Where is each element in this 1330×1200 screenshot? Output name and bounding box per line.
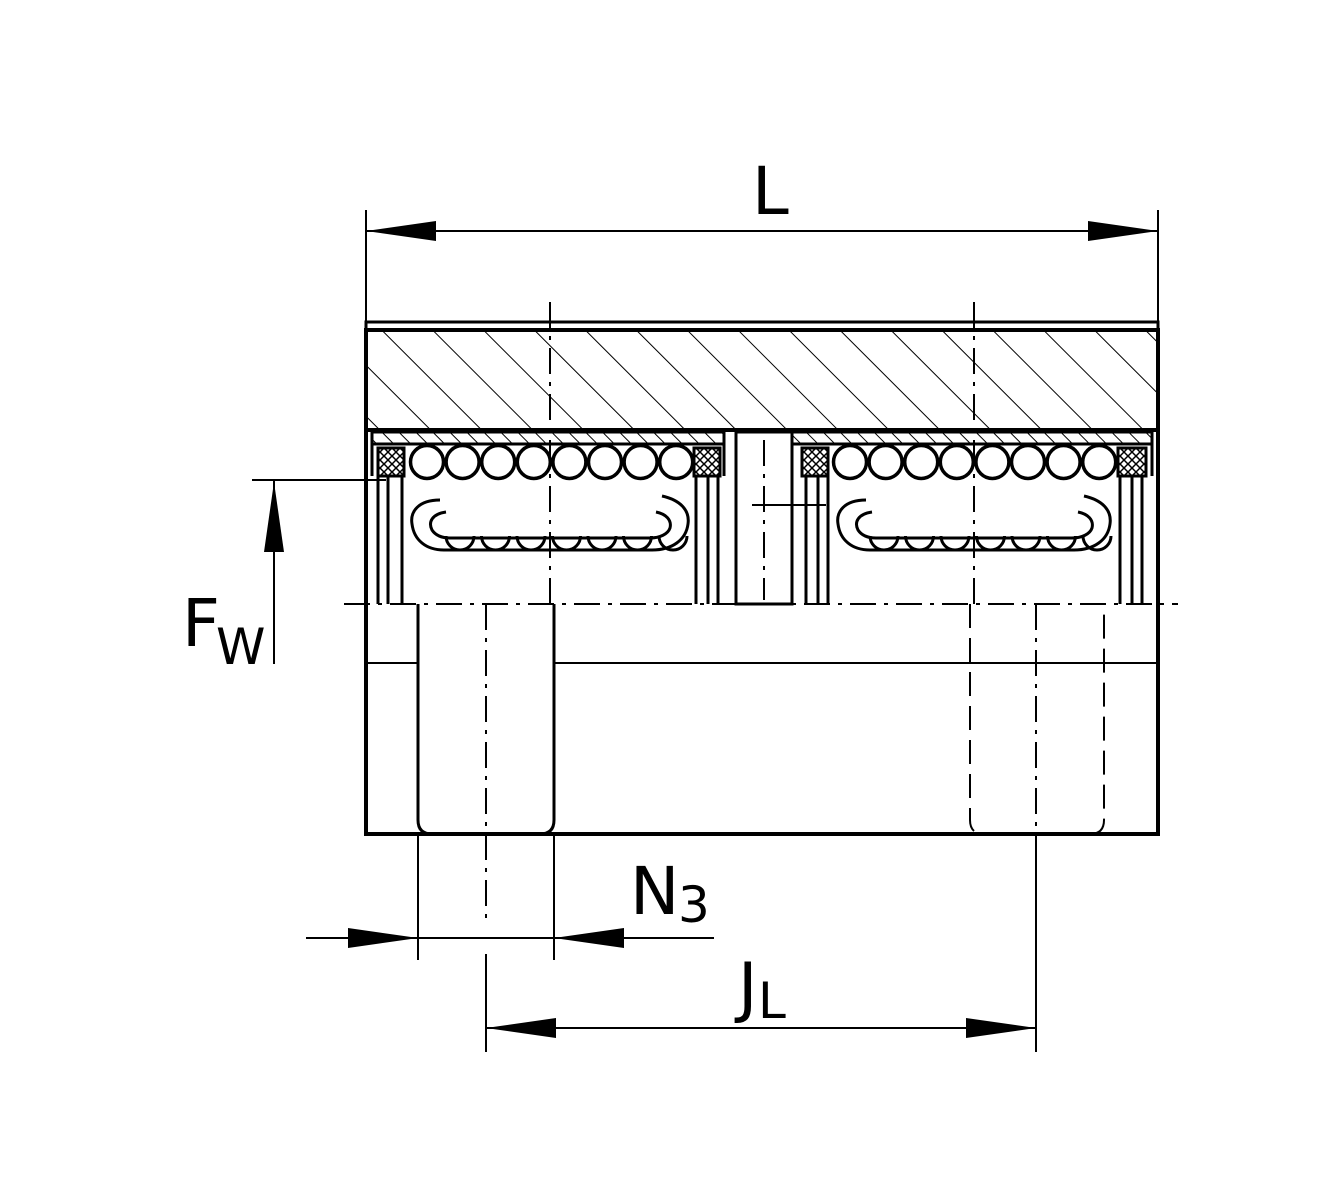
return-track-left-outer	[410, 494, 690, 552]
arrowhead-JL-right	[966, 1018, 1036, 1038]
ball-right-row	[974, 443, 1011, 481]
seal-right-outer	[1116, 446, 1148, 478]
return-ball-right	[904, 535, 935, 552]
arrowhead-N3-right	[554, 928, 624, 948]
dimension-Fw	[252, 479, 386, 664]
return-ball-left	[551, 535, 582, 552]
return-ball-right	[868, 535, 900, 552]
label-Fw-main: F	[182, 585, 220, 662]
return-track-right-outer	[836, 494, 1112, 552]
return-ball-right	[975, 535, 1006, 552]
return-ball-left	[480, 535, 511, 552]
dimension-N3	[306, 834, 714, 960]
ball-left-row	[551, 443, 588, 481]
label-L: L	[752, 153, 789, 230]
label-N3-main: N	[630, 853, 679, 930]
return-ball-right	[1046, 535, 1077, 552]
wall-left-outer	[376, 476, 404, 604]
ball-right-row	[938, 443, 976, 481]
ball-left-row	[586, 443, 624, 481]
housing-walls	[376, 476, 1144, 604]
return-ball-left	[622, 535, 653, 552]
dimension-L	[365, 210, 1159, 322]
cage-plate-right	[790, 430, 1154, 446]
cage-plate-left	[370, 430, 726, 446]
return-ball-left	[515, 535, 547, 552]
label-JL-sub: L	[758, 972, 786, 1030]
return-ball-left	[657, 535, 689, 552]
return-ball-right	[1010, 535, 1042, 552]
ball-left-row	[657, 443, 695, 481]
label-JL-main: J	[734, 949, 757, 1026]
ball-right-row	[831, 443, 869, 481]
ball-right-row	[867, 443, 904, 481]
ball-left-row	[622, 443, 659, 481]
ball-right-row	[1045, 443, 1082, 481]
outer-sleeve	[364, 320, 1160, 432]
centerlines	[344, 302, 1178, 920]
label-N3-sub: 3	[678, 876, 710, 934]
seal-left-outer	[376, 446, 406, 478]
return-ball-left	[586, 535, 618, 552]
ball-right-row	[1080, 443, 1118, 481]
label-Fw-sub: W	[216, 618, 265, 676]
groove-right-hidden	[969, 604, 1105, 835]
seal-right-inner	[800, 446, 830, 478]
ball-right-row	[1009, 443, 1047, 481]
return-ball-right	[1081, 535, 1113, 552]
arrowhead-N3-left	[348, 928, 418, 948]
wall-right-inner	[804, 476, 830, 604]
arrowhead-left	[366, 221, 436, 241]
return-ball-left	[444, 535, 476, 552]
return-ball-right	[939, 535, 971, 552]
arrowhead-Fw	[264, 482, 284, 552]
arrowhead-JL-left	[486, 1018, 556, 1038]
cage-plate-left-ends	[370, 444, 726, 476]
wall-right-outer	[1118, 476, 1144, 604]
arrowhead-right	[1088, 221, 1158, 241]
bearing-balls	[408, 443, 1118, 552]
ball-left-row	[408, 443, 446, 481]
ball-left-row	[444, 443, 481, 481]
seals	[376, 446, 1148, 478]
dimension-JL	[485, 834, 1037, 1052]
bearing-body	[364, 430, 1160, 836]
sleeve-hatched-section	[364, 328, 1160, 432]
body-outline	[364, 430, 1160, 836]
ball-left-row	[479, 443, 517, 481]
ball-right-row	[902, 443, 940, 481]
ball-left-row	[515, 443, 553, 481]
seal-left-inner	[692, 446, 722, 478]
wall-left-inner	[694, 476, 720, 604]
